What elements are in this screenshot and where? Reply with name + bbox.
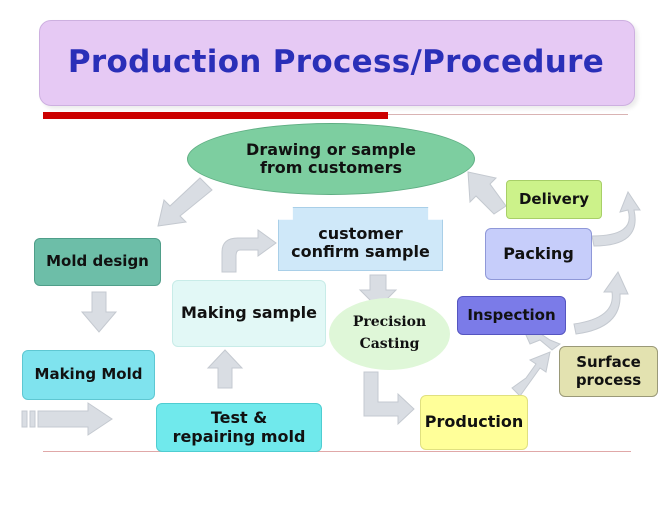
arrow-to-production xyxy=(363,371,415,426)
node-precision-label: Precision Casting xyxy=(352,314,427,352)
title-underline-thin xyxy=(388,114,628,115)
node-surface-label: Surface process xyxy=(575,353,642,389)
node-delivery-label: Delivery xyxy=(518,189,590,208)
arrow-to-packing xyxy=(573,270,629,335)
node-packing: Packing xyxy=(485,228,592,280)
title-underline-red xyxy=(43,112,388,119)
node-drawing-or-sample: Drawing or sample from customers xyxy=(187,123,475,195)
node-confirm-label: customer confirm sample xyxy=(291,223,430,261)
node-test-label: Test & repairing mold xyxy=(172,408,306,446)
node-inspection: Inspection xyxy=(457,296,566,335)
node-drawing-label: Drawing or sample from customers xyxy=(246,139,416,177)
arrow-to-test xyxy=(37,402,113,436)
node-test-repairing: Test & repairing mold xyxy=(156,403,322,452)
node-production: Production xyxy=(420,395,528,450)
node-surface-process: Surface process xyxy=(559,346,658,397)
arrow-to-surface xyxy=(511,351,551,397)
node-inspection-label: Inspection xyxy=(467,305,556,324)
node-mold-design-label: Mold design xyxy=(46,252,149,271)
node-production-label: Production xyxy=(424,412,524,432)
node-precision-casting: Precision Casting xyxy=(329,298,450,370)
node-mold-design: Mold design xyxy=(34,238,161,286)
node-making-sample: Making sample xyxy=(172,280,326,347)
arrow-stub-1 xyxy=(21,410,28,428)
arrow-to-mold-design xyxy=(157,177,213,227)
arrow-to-confirm xyxy=(221,229,277,273)
arrow-stub-2 xyxy=(29,410,36,428)
node-delivery: Delivery xyxy=(506,180,602,219)
title-banner xyxy=(39,20,635,106)
node-making-mold: Making Mold xyxy=(22,350,155,400)
arrow-to-making-mold xyxy=(80,291,118,333)
arrow-to-making-sample xyxy=(206,349,244,389)
node-packing-label: Packing xyxy=(503,243,574,263)
page-title: Production Process/Procedure xyxy=(67,44,605,80)
arrow-to-delivery xyxy=(591,190,641,247)
node-customer-confirm: customer confirm sample xyxy=(278,207,443,271)
arrow-to-drawing xyxy=(467,171,507,215)
bottom-divider xyxy=(43,451,631,452)
node-making-sample-label: Making sample xyxy=(180,303,318,323)
node-making-mold-label: Making Mold xyxy=(34,365,143,384)
